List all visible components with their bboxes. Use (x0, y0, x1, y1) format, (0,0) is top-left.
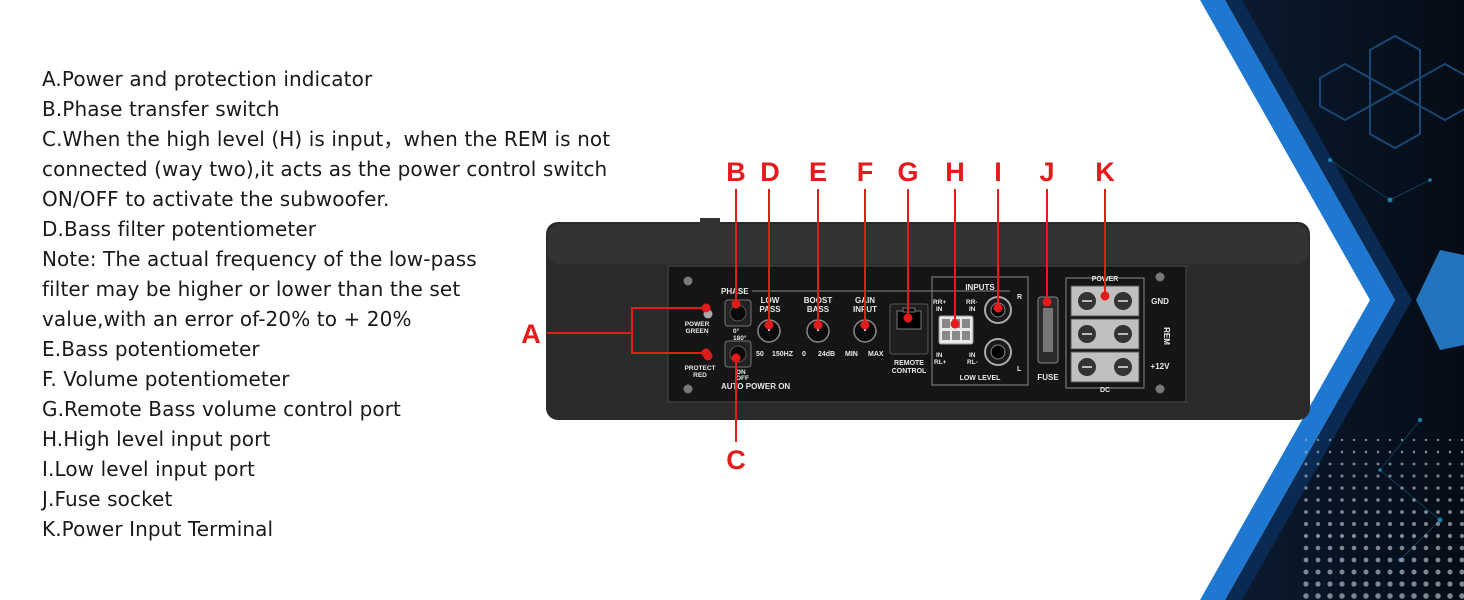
low-pass-max-label: 150HZ (772, 351, 794, 358)
low-pass-min-label: 50 (756, 351, 764, 358)
callout-b: B (726, 157, 746, 187)
description-line: K.Power Input Terminal (42, 517, 274, 541)
auto-power-on-label: AUTO POWER ON (721, 382, 790, 391)
rl-plus-label-1: IN (936, 352, 943, 359)
phase-180-label: 180° (733, 334, 747, 342)
gain-min-label: MIN (845, 351, 858, 358)
rr-plus-label-2: IN (936, 306, 943, 313)
inputs-block (931, 276, 1029, 386)
inputs-label: INPUTS (965, 283, 995, 292)
fuse-label: FUSE (1037, 373, 1059, 382)
callout-i: I (994, 157, 1002, 187)
description-line: C.When the high level (H) is input，when … (42, 127, 611, 151)
description-line: filter may be higher or lower than the s… (42, 277, 461, 301)
boost-bass-max-label: 24dB (818, 351, 835, 358)
power-green-label-1: POWER (685, 321, 710, 328)
boost-bass-min-label: 0 (802, 351, 806, 358)
right-channel-label: R (1017, 294, 1022, 301)
phase-0-label: 0° (733, 327, 740, 335)
power-green-label-2: GREEN (685, 328, 708, 335)
description-line: value,with an error of-20% to + 20% (42, 307, 412, 331)
protect-red-label-2: RED (693, 372, 707, 379)
gnd-label: GND (1151, 297, 1169, 306)
rl-minus-label-2: RL- (967, 359, 978, 366)
description-line: J.Fuse socket (42, 487, 173, 511)
description-line: A.Power and protection indicator (42, 67, 373, 91)
description-line: H.High level input port (42, 427, 271, 451)
callout-f: F (857, 157, 874, 187)
left-channel-label: L (1017, 366, 1022, 373)
rr-plus-label-1: RR+ (933, 299, 946, 306)
off-label: OFF (736, 375, 749, 382)
rr-minus-label-2: IN (969, 306, 976, 313)
dc-label: DC (1100, 387, 1110, 394)
callout-d: D (760, 157, 780, 187)
low-pass-label-2: PASS (759, 305, 781, 314)
callout-c: C (726, 445, 746, 475)
description-line: ON/OFF to activate the subwoofer. (42, 187, 390, 211)
callout-g: G (897, 157, 918, 187)
low-pass-label-1: LOW (761, 296, 780, 305)
on-label: ON (736, 369, 746, 376)
remote-control-label-1: REMOTE (894, 360, 924, 367)
callout-a: A (521, 319, 541, 349)
gain-max-label: MAX (868, 351, 884, 358)
callout-j: J (1039, 157, 1054, 187)
rem-label: REM (1162, 327, 1171, 345)
description-line: I.Low level input port (42, 457, 255, 481)
plus12v-label: +12V (1151, 362, 1171, 371)
description-line: E.Bass potentiometer (42, 337, 260, 361)
rr-minus-label-1: RR- (966, 299, 978, 306)
decorative-background-graphic (1200, 0, 1464, 600)
description-line: B.Phase transfer switch (42, 97, 280, 121)
remote-control-label-2: CONTROL (892, 368, 927, 375)
low-level-label: LOW LEVEL (960, 375, 1002, 382)
callout-k: K (1095, 157, 1115, 187)
callout-h: H (945, 157, 965, 187)
description-line: connected (way two),it acts as the power… (42, 157, 608, 181)
protect-red-label-1: PROTECT (684, 365, 715, 372)
callout-e: E (809, 157, 827, 187)
rl-minus-label-1: IN (969, 352, 976, 359)
rl-plus-label-2: RL+ (934, 359, 947, 366)
description-line: G.Remote Bass volume control port (42, 397, 401, 421)
description-line: Note: The actual frequency of the low-pa… (42, 247, 477, 271)
description-line: F. Volume potentiometer (42, 367, 290, 391)
description-line: D.Bass filter potentiometer (42, 217, 317, 241)
